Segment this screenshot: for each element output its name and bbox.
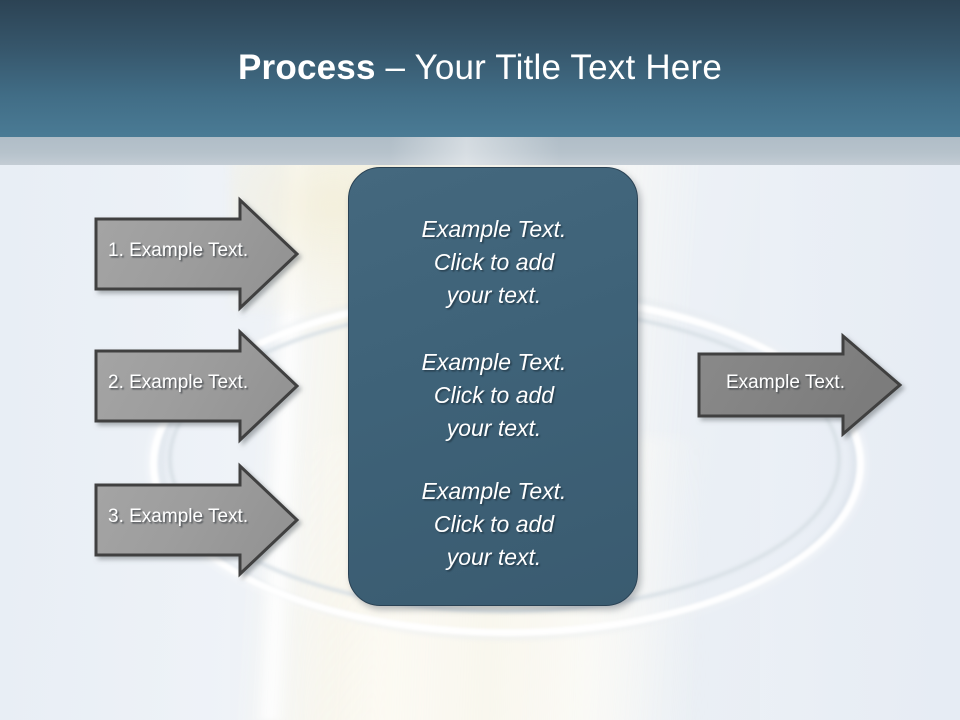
page-title-strong: Process	[238, 48, 376, 87]
right-arrow-icon	[697, 332, 903, 438]
input-arrow-1-label: 1. Example Text.	[108, 240, 249, 261]
right-arrow-icon	[94, 196, 300, 312]
input-arrow-2-label: 2. Example Text.	[108, 372, 249, 393]
right-arrow-icon	[94, 462, 300, 578]
input-arrow-2[interactable]: 2. Example Text.	[94, 328, 300, 444]
output-arrow[interactable]: Example Text.	[697, 332, 903, 438]
input-arrow-3[interactable]: 3. Example Text.	[94, 462, 300, 578]
header-divider-band	[0, 137, 960, 165]
center-panel-text-block-2[interactable]: Example Text. Click to add your text.	[421, 349, 567, 441]
header-band-gloss	[390, 137, 560, 165]
center-panel-text-block-1[interactable]: Example Text. Click to add your text.	[421, 216, 567, 308]
page-title-rest: – Your Title Text Here	[375, 48, 722, 87]
input-arrow-3-label: 3. Example Text.	[108, 506, 249, 527]
output-arrow-label: Example Text.	[726, 372, 845, 393]
right-arrow-icon	[94, 328, 300, 444]
slide-header: Process – Your Title Text Here	[0, 0, 960, 137]
center-content-panel[interactable]: Example Text. Click to add your text. Ex…	[348, 167, 638, 606]
center-panel-text-block-3[interactable]: Example Text. Click to add your text.	[421, 478, 567, 570]
page-title: Process – Your Title Text Here	[0, 48, 960, 88]
input-arrow-1[interactable]: 1. Example Text.	[94, 196, 300, 312]
